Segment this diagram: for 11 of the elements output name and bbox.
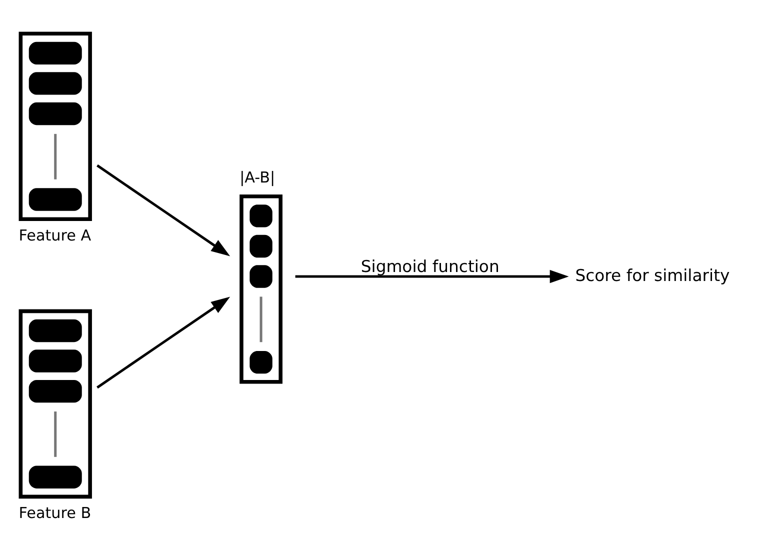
node-text: Score for similarity: [575, 266, 730, 285]
edge-label: Sigmoid function: [360, 256, 500, 276]
arrow: [96, 164, 230, 256]
node-label: |A-B|: [240, 168, 276, 187]
node-label: Feature A: [18, 226, 92, 245]
arrow: [295, 270, 569, 284]
node-box: [18, 32, 92, 221]
node-label: Feature B: [18, 504, 92, 522]
node-box: [240, 194, 282, 384]
arrow: [96, 296, 230, 389]
node-box: [18, 309, 92, 499]
